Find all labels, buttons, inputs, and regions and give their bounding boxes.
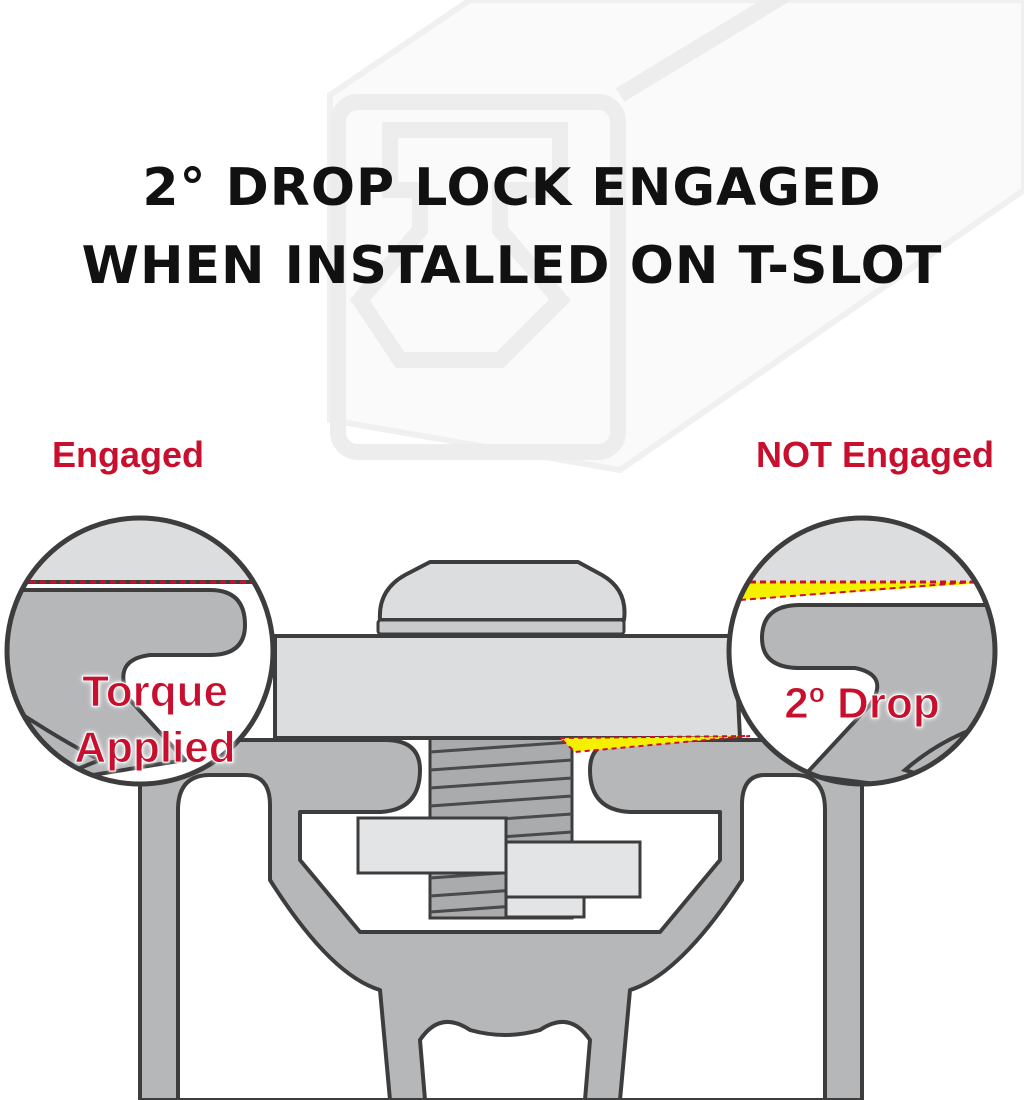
not-engaged-label: NOT Engaged (755, 434, 994, 475)
title-line-1: 2° DROP LOCK ENGAGED (142, 158, 882, 218)
not-engaged-magnifier (726, 515, 998, 787)
fastened-plate (273, 634, 742, 740)
torque-callout-line-2: Applied (74, 723, 236, 773)
torque-callout-line-1: Torque (82, 667, 229, 717)
title-line-2: WHEN INSTALLED ON T-SLOT (81, 236, 943, 296)
background-extrusion-image (327, 0, 1024, 474)
drop-gap-highlight (557, 735, 751, 754)
engaged-label: Engaged (52, 434, 205, 475)
drop-lock-nut (356, 816, 642, 919)
bolt-head (376, 560, 627, 636)
torque-applied-callout: Torque Applied (40, 664, 270, 776)
drop-callout: 2º Drop (784, 679, 940, 729)
